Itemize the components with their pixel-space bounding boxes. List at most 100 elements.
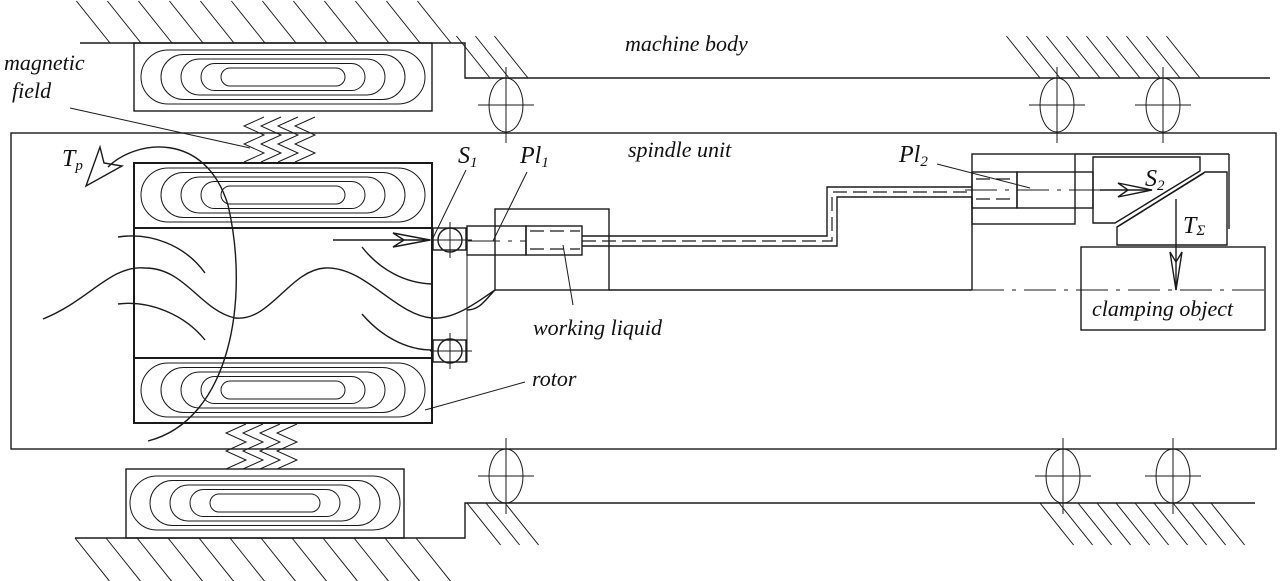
label-machine-body: machine body <box>625 31 748 56</box>
hatch-line <box>1126 35 1161 79</box>
s2-arrowhead <box>1117 182 1153 198</box>
hatch-line <box>1146 35 1181 79</box>
hatch-line <box>1191 502 1226 546</box>
hatch-line <box>386 0 421 44</box>
hatch-line <box>136 537 173 581</box>
clamping-object-box <box>1080 246 1266 331</box>
coil-winding <box>189 489 341 517</box>
hatch-line <box>1066 35 1101 79</box>
coil-winding <box>149 480 381 526</box>
leader-magnetic-field <box>69 107 251 149</box>
connection-curve <box>466 289 496 311</box>
coil-winding <box>220 380 346 400</box>
hatch-line <box>200 0 235 44</box>
stator-top <box>133 42 433 112</box>
hatch-top-mid <box>456 35 529 79</box>
hatch-bot-left <box>74 537 452 581</box>
cylinder-2-housing <box>971 153 1076 225</box>
symbol-t-sigma: TΣ <box>1183 213 1205 239</box>
label-clamping-object: clamping object <box>1092 296 1234 321</box>
coil-winding <box>209 493 321 513</box>
stator-bottom <box>125 468 405 539</box>
coil-rotor-bottom <box>140 362 426 418</box>
hatch-line <box>1077 502 1112 546</box>
coil-winding <box>180 371 386 409</box>
hatch-bot-right <box>1039 502 1245 546</box>
hatch-line <box>355 0 390 44</box>
cylinder-1-housing <box>494 208 610 291</box>
hatch-line <box>324 0 359 44</box>
hatch-top-left <box>76 0 452 44</box>
label-spindle-unit: spindle unit <box>628 137 732 162</box>
coil-winding <box>220 185 346 205</box>
coil-stator-top <box>140 49 426 105</box>
pipe-liquid <box>582 191 972 242</box>
leader-pl2 <box>936 163 1031 189</box>
hatch-line <box>415 537 452 581</box>
hatch-line <box>1153 502 1188 546</box>
coil-winding <box>129 475 401 531</box>
hatch-line <box>229 537 266 581</box>
coil-winding <box>180 176 386 214</box>
hatch-line <box>1006 35 1041 79</box>
flux-line-lower-left <box>117 302 206 341</box>
coil-winding <box>160 54 406 100</box>
roller <box>478 438 534 514</box>
hatch-line <box>262 0 297 44</box>
hatch-line <box>74 537 111 581</box>
hatch-line <box>1210 502 1245 546</box>
hatch-line <box>1086 35 1121 79</box>
coil-winding <box>169 484 361 522</box>
hatch-line <box>167 537 204 581</box>
zigzag-line <box>241 423 265 470</box>
coil-winding <box>140 167 426 223</box>
hatch-line <box>456 35 491 79</box>
coil-winding <box>200 376 366 404</box>
hatch-line <box>353 537 390 581</box>
label-magnetic: magnetic <box>4 50 85 75</box>
hatch-top-right <box>1006 35 1201 79</box>
symbol-pl2: Pl2 <box>898 142 928 170</box>
roller <box>1029 67 1085 143</box>
flux-line-upper-left <box>117 235 206 274</box>
hatch-line <box>293 0 328 44</box>
zigzag-line <box>242 116 266 163</box>
symbol-tp: Tp <box>62 146 83 174</box>
coil-winding <box>200 181 366 209</box>
hatch-line <box>1096 502 1131 546</box>
hatch-line <box>169 0 204 44</box>
wedge-lower <box>1116 171 1228 246</box>
hatch-line <box>504 502 539 546</box>
guide-rollers <box>478 67 1201 514</box>
hatch-line <box>1106 35 1141 79</box>
hatch-line <box>494 35 529 79</box>
coil-winding <box>220 67 346 87</box>
roller <box>1145 438 1201 514</box>
roller <box>478 67 534 143</box>
leader-rotor <box>424 381 526 411</box>
label-working-liquid: working liquid <box>533 315 663 340</box>
hatch-line <box>231 0 266 44</box>
hatch-line <box>384 537 421 581</box>
hatch-line <box>1115 502 1150 546</box>
liquid-chamber-1 <box>525 225 583 256</box>
label-rotor: rotor <box>532 366 577 391</box>
machine-body-bottom <box>74 502 1255 581</box>
hatch-line <box>1058 502 1093 546</box>
coil-winding <box>200 63 366 91</box>
zigzag-line <box>293 116 317 163</box>
coil-winding <box>140 49 426 105</box>
stator-bottom-housing <box>125 468 405 539</box>
hatch-line <box>138 0 173 44</box>
coil-winding <box>140 362 426 418</box>
t-sigma-arrowhead <box>1169 251 1183 291</box>
hatch-line <box>1134 502 1169 546</box>
hatch-line <box>291 537 328 581</box>
zigzag-line <box>276 116 300 163</box>
coil-winding <box>160 172 406 218</box>
hatch-line <box>1046 35 1081 79</box>
bearing-lower <box>430 333 472 369</box>
hatch-line <box>198 537 235 581</box>
